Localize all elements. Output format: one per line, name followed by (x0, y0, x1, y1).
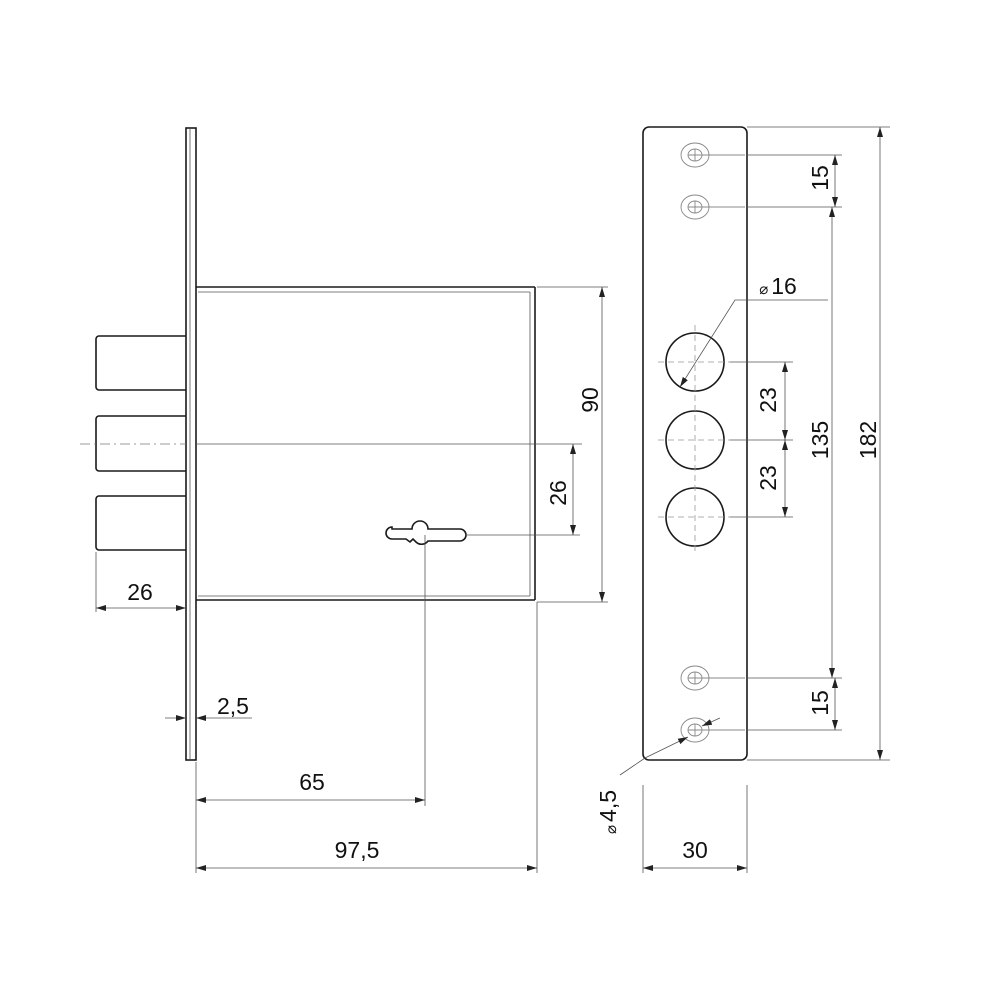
dim-case-height: 90 (577, 387, 603, 413)
lock-side-view: 26 2,5 65 97,5 90 26 (80, 127, 608, 873)
dim-bolt-spacing-upper: 23 (755, 387, 781, 413)
bolt-1 (95, 335, 186, 391)
bolt-holes (658, 325, 793, 553)
screw-hole (680, 194, 745, 220)
dim-screw-spacing-top: 15 (807, 165, 833, 191)
dim-screw-spacing-bottom: 15 (807, 690, 833, 716)
dim-bolt-spacing-lower: 23 (755, 465, 781, 491)
dim-key-to-center: 26 (545, 480, 571, 506)
bolt-2 (95, 415, 186, 472)
dim-plate-height: 182 (855, 421, 881, 459)
dim-bolt-length: 26 (127, 579, 153, 605)
bolt-3 (95, 495, 186, 551)
lock-case (196, 286, 536, 601)
strike-plate-outline (642, 126, 748, 761)
screw-hole (680, 142, 745, 168)
bolt-hole (665, 332, 725, 392)
screw-holes (680, 142, 745, 743)
dim-inner-screw-distance: 135 (807, 421, 833, 459)
strike-plate: ⌀16 23 23 15 135 15 182 ⌀4,5 30 (595, 126, 890, 873)
dim-case-depth: 97,5 (335, 837, 380, 863)
dim-plate-width: 30 (682, 837, 708, 863)
dim-screw-hole-diameter: ⌀4,5 (595, 790, 621, 834)
faceplate (185, 127, 197, 761)
keyhole (385, 520, 467, 546)
screw-hole (680, 665, 745, 691)
screw-hole (680, 717, 745, 743)
dim-bolt-hole-diameter: ⌀16 (759, 273, 797, 299)
dim-backset: 65 (299, 769, 325, 795)
dim-faceplate-thickness: 2,5 (217, 693, 249, 719)
